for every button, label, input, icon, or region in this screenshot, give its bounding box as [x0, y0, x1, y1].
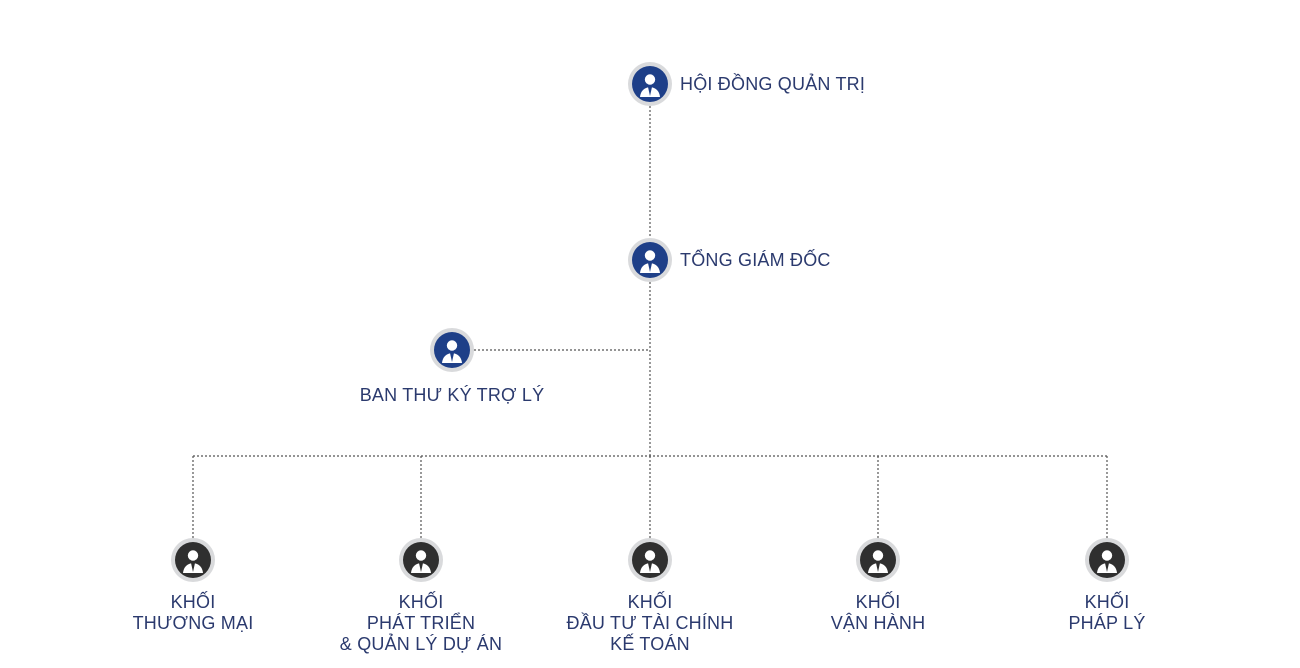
assistant-label: BAN THƯ KÝ TRỢ LÝ: [359, 385, 545, 405]
person-icon: [1089, 542, 1125, 578]
person-icon: [403, 542, 439, 578]
person-icon: [860, 542, 896, 578]
ceo-label: TỔNG GIÁM ĐỐC: [680, 250, 831, 270]
assistant-node-icon: [430, 328, 474, 372]
person-icon: [632, 542, 668, 578]
person-icon: [632, 242, 668, 278]
division-label-finance: KHỐI ĐẦU TƯ TÀI CHÍNH KẾ TOÁN: [567, 592, 734, 655]
division-label-line: KHỐI: [398, 592, 444, 612]
board-label: HỘI ĐỒNG QUẢN TRỊ: [680, 74, 866, 94]
person-icon: [632, 66, 668, 102]
division-label-line: KHỐI: [855, 592, 901, 612]
division-node-icon: [399, 538, 443, 582]
division-label-line: KHỐI: [170, 592, 216, 612]
division-label-line: & QUẢN LÝ DỰ ÁN: [339, 634, 503, 654]
division-label-line: KHỐI: [627, 592, 673, 612]
division-label-line: PHÁP LÝ: [1068, 613, 1146, 633]
division-label-line: PHÁT TRIỂN: [366, 613, 476, 633]
division-label-development: KHỐI PHÁT TRIỂN & QUẢN LÝ DỰ ÁN: [340, 592, 502, 655]
division-label-commerce: KHỐI THƯƠNG MẠI: [133, 592, 254, 634]
division-node-icon: [171, 538, 215, 582]
division-node-icon: [1085, 538, 1129, 582]
division-label-line: THƯƠNG MẠI: [132, 613, 254, 633]
ceo-node-icon: [628, 238, 672, 282]
division-label-line: KHỐI: [1084, 592, 1130, 612]
division-label-line: KẾ TOÁN: [610, 634, 690, 654]
person-icon: [175, 542, 211, 578]
division-label-line: VẬN HÀNH: [830, 613, 926, 633]
board-node-icon: [628, 62, 672, 106]
division-label-operations: KHỐI VẬN HÀNH: [831, 592, 926, 634]
division-node-icon: [856, 538, 900, 582]
division-node-icon: [628, 538, 672, 582]
division-label-line: ĐẦU TƯ TÀI CHÍNH: [566, 613, 734, 633]
person-icon: [434, 332, 470, 368]
division-label-legal: KHỐI PHÁP LÝ: [1068, 592, 1145, 634]
